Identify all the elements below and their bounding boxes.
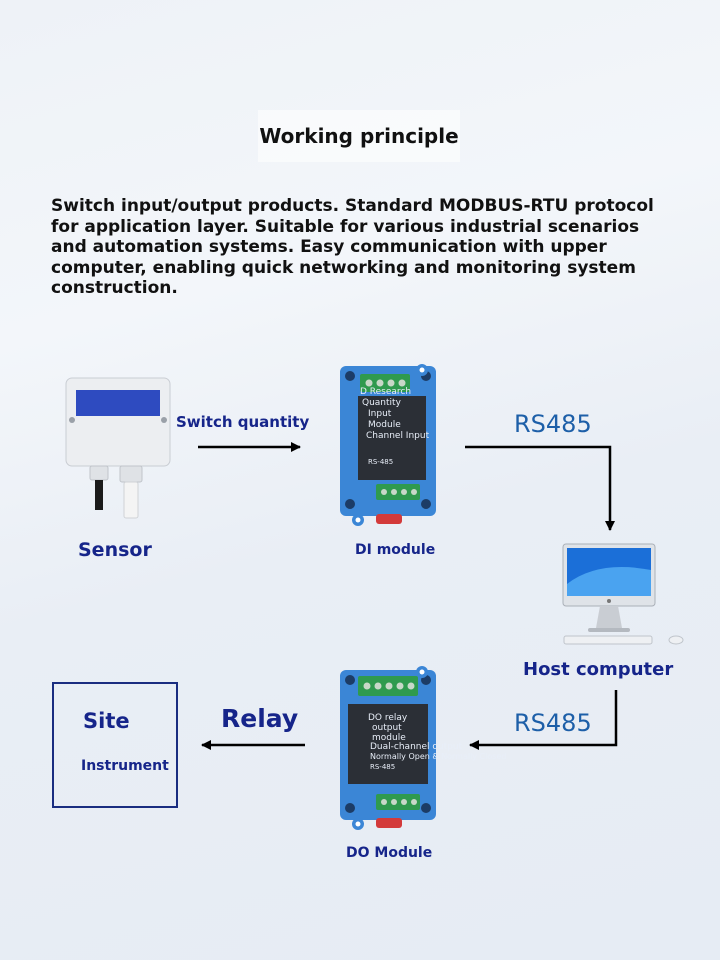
do-panel-line-1: DO relay: [368, 713, 408, 723]
edge-label-relay: Relay: [221, 704, 299, 733]
di-bus-label: RS-485: [368, 458, 393, 466]
edge-host-do-arrow: [469, 690, 618, 750]
edge-label-rs485-top: RS485: [514, 410, 592, 438]
do-module-label: DO Module: [346, 845, 433, 861]
edge-label-switch-quantity: Switch quantity: [176, 413, 310, 431]
host-computer-image: [562, 543, 684, 645]
sensor-image: [65, 377, 171, 519]
do-panel-line-4: Dual-channel output: [370, 742, 463, 752]
di-panel-line-1: D Research: [360, 387, 411, 397]
site-box: [52, 682, 178, 808]
description-text: Switch input/output products. Standard M…: [51, 196, 654, 298]
site-instrument-label: Instrument: [81, 758, 169, 774]
di-module-image: D Research Quantity Input Module Channel…: [340, 364, 436, 526]
di-panel-line-2: Quantity: [362, 398, 402, 408]
di-module-label: DI module: [355, 542, 436, 558]
page-title: Working principle: [258, 110, 460, 162]
sensor-label: Sensor: [78, 539, 152, 561]
do-bus-label: RS-485: [370, 763, 396, 771]
do-panel-line-3: module: [372, 733, 406, 743]
di-panel-line-3: Input: [368, 409, 392, 419]
di-panel-line-5: Channel Input: [366, 431, 430, 441]
do-panel-line-2: output: [372, 723, 402, 733]
edge-label-rs485-bottom: RS485: [514, 709, 592, 737]
edge-di-host-arrow: [465, 445, 615, 531]
site-label: Site: [83, 709, 130, 733]
di-panel-line-4: Module: [368, 420, 401, 430]
do-panel-line-5: Normally Open & Normally Closed: [370, 752, 507, 761]
host-computer-label: Host computer: [523, 659, 674, 680]
do-module-image: DO relay output module: [340, 666, 436, 830]
